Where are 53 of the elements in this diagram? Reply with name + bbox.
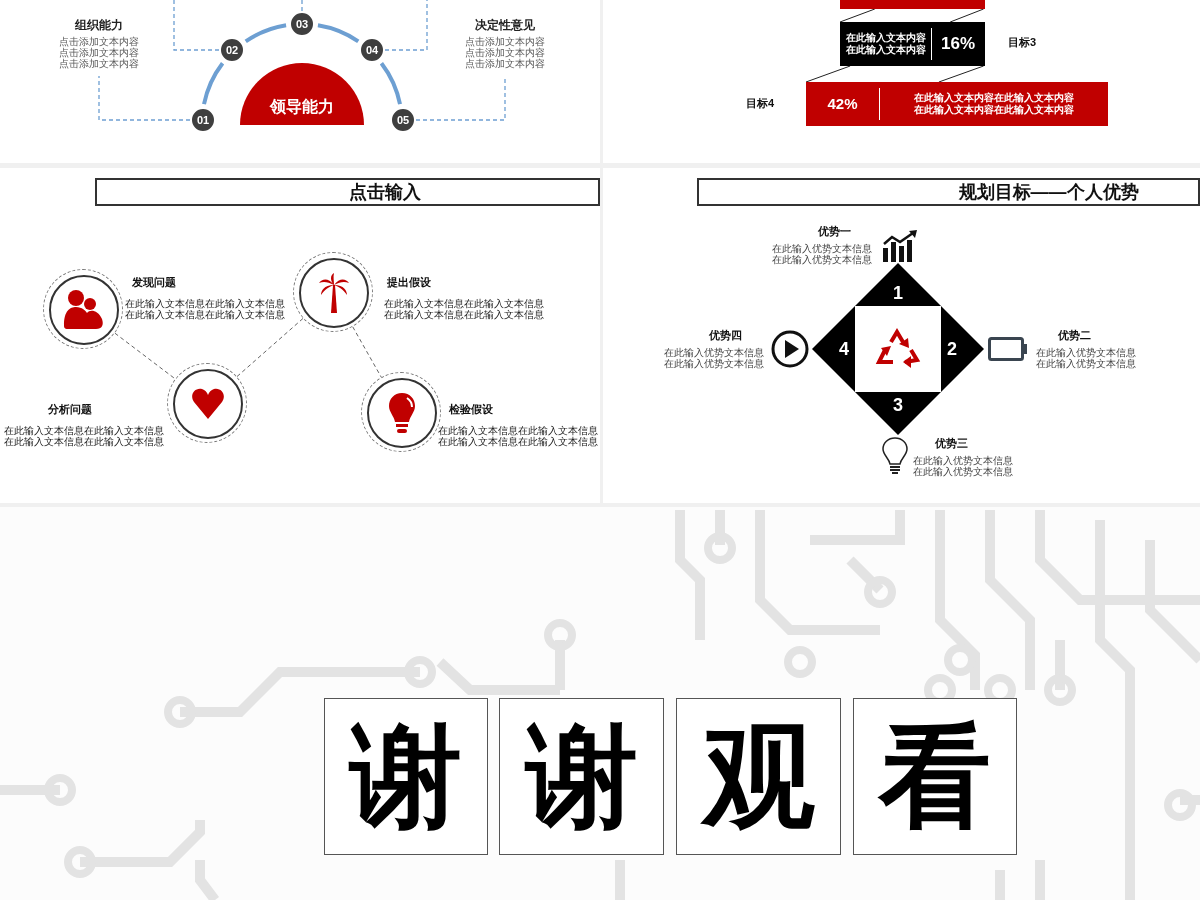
bar-segment xyxy=(806,82,1108,126)
triangle: 3 xyxy=(855,392,941,435)
body-text: 在此输入优势文本信息在此输入优势文本信息 xyxy=(913,455,1014,477)
heading: 优势三 xyxy=(935,437,968,450)
character-box: 谢 xyxy=(324,698,488,855)
heading: 决定性意见 xyxy=(475,18,535,32)
triangle: 4 xyxy=(812,306,855,392)
heading: 目标4 xyxy=(746,97,775,110)
body-text: 在此输入文本信息在此输入文本信息在此输入文本信息在此输入文本信息 xyxy=(384,298,545,320)
arc-line xyxy=(244,23,287,44)
heading: 分析问题 xyxy=(48,403,92,416)
connector-line xyxy=(805,65,851,83)
title-bar: 点击输入 xyxy=(95,178,600,206)
arc-line xyxy=(202,62,225,105)
body-text: 在此输入文本信息在此输入文本信息在此输入文本信息在此输入文本信息 xyxy=(438,425,599,447)
character-box: 观 xyxy=(676,698,841,855)
body-text: 在此输入优势文本信息在此输入优势文本信息 xyxy=(772,243,873,265)
arc-line xyxy=(317,23,360,44)
label: 领导能力 xyxy=(270,99,334,115)
heading: 发现问题 xyxy=(132,276,176,289)
dashed-line xyxy=(98,75,191,121)
heading: 组织能力 xyxy=(75,18,123,32)
bar-segment xyxy=(840,0,985,9)
body-text: 在此输入文本信息在此输入文本信息在此输入文本信息在此输入文本信息 xyxy=(4,425,165,447)
heading: 提出假设 xyxy=(387,276,431,289)
percentage: 16% xyxy=(941,33,975,56)
dashed-line xyxy=(301,0,303,12)
body-text: 在此输入文本信息在此输入文本信息在此输入文本信息在此输入文本信息 xyxy=(125,298,286,320)
body-text: 在此输入文本内容在此输入文本内容在此输入文本内容在此输入文本内容 xyxy=(912,92,1075,116)
character-box: 看 xyxy=(853,698,1017,855)
arc-line xyxy=(379,62,402,105)
dashed-line xyxy=(384,0,428,51)
connector-line xyxy=(949,8,985,23)
title-bar: 规划目标——个人优势 xyxy=(697,178,1200,206)
body-text: 在此输入优势文本信息在此输入优势文本信息 xyxy=(664,347,765,369)
dashed-line xyxy=(236,317,304,378)
heading: 检验假设 xyxy=(449,403,493,416)
character-box: 谢 xyxy=(499,698,664,855)
bar-segment xyxy=(840,22,985,66)
dashed-line xyxy=(114,332,176,380)
heading: 目标3 xyxy=(1008,36,1037,49)
heading: 优势二 xyxy=(1058,329,1091,342)
connector-line xyxy=(938,65,985,83)
heading: 优势一 xyxy=(818,225,851,238)
percentage: 42% xyxy=(827,93,858,114)
body-text: 在此输入文本内容在此输入文本内容 xyxy=(844,32,927,56)
triangle: 2 xyxy=(941,306,984,392)
heading: 优势四 xyxy=(709,329,742,342)
body-text: 点击添加文本内容点击添加文本内容点击添加文本内容 xyxy=(464,36,546,69)
dashed-line xyxy=(173,0,220,51)
dashed-line xyxy=(352,326,382,378)
body-text: 在此输入优势文本信息在此输入优势文本信息 xyxy=(1036,347,1137,369)
body-text: 点击添加文本内容点击添加文本内容点击添加文本内容 xyxy=(58,36,140,69)
